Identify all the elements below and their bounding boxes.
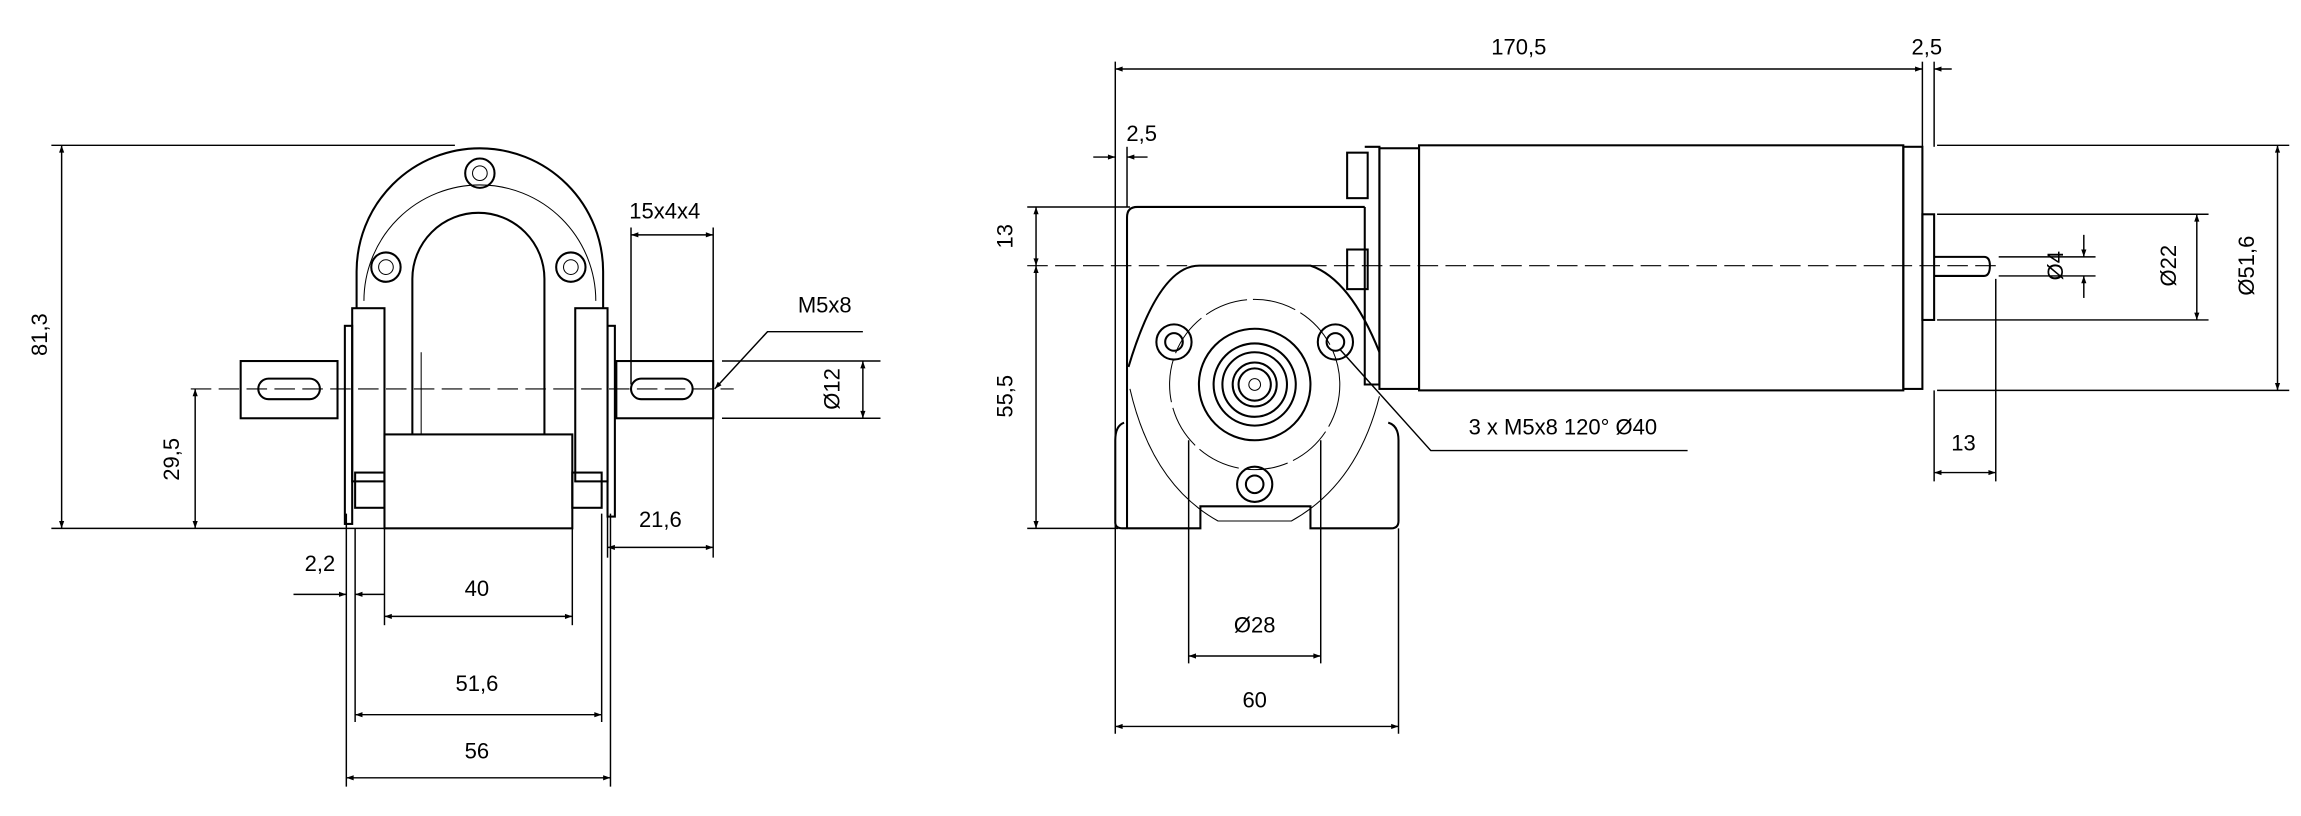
dim-front-offset: 2,5 — [1126, 121, 1157, 146]
dim-boss-dia: Ø22 — [2156, 245, 2181, 287]
dim-pilot-dia: Ø28 — [1234, 612, 1276, 637]
extension-lines — [51, 144, 881, 787]
dimension-lines — [1033, 66, 2281, 730]
dim-shaft-length: 21,6 — [639, 507, 682, 532]
gearbox-base — [383, 433, 574, 530]
dim-offset: 2,2 — [305, 551, 336, 576]
dim-top-offset: 13 — [993, 224, 1018, 248]
dimension-lines — [59, 145, 866, 781]
dim-motor-shaft-dia: Ø4 — [2043, 251, 2068, 280]
dim-shaft-height: 29,5 — [159, 438, 184, 481]
dim-total-length: 170,5 — [1491, 34, 1546, 59]
dim-motor-shaft-length: 13 — [1951, 430, 1975, 455]
dim-key: 15x4x4 — [629, 199, 700, 224]
dim-housing-width: 60 — [1242, 687, 1266, 712]
dim-center-height: 55,5 — [993, 375, 1018, 418]
motor — [1346, 144, 1991, 392]
dim-total-width: 56 — [465, 739, 489, 764]
dim-thread: M5x8 — [798, 293, 852, 318]
dim-mount-holes: 3 x M5x8 120° Ø40 — [1469, 414, 1658, 439]
dim-shaft-dia: Ø12 — [819, 368, 844, 410]
output-shafts — [239, 360, 715, 420]
bolt-icons — [370, 157, 587, 283]
right-view: 170,5 2,5 2,5 13 55,5 3 x M5x8 120° Ø40 … — [993, 34, 2290, 734]
dim-motor-dia: Ø51,6 — [2234, 236, 2259, 296]
dim-base-width: 40 — [465, 576, 489, 601]
extension-lines — [1027, 61, 2290, 734]
motor-body — [1418, 144, 1905, 392]
dim-height-total: 81,3 — [27, 313, 52, 356]
motor-shaft — [1934, 255, 1991, 277]
dim-flange-width: 51,6 — [456, 671, 499, 696]
left-view: 81,3 29,5 15x4x4 M5x8 Ø12 21,6 2,2 40 51… — [27, 144, 881, 787]
dim-end-offset: 2,5 — [1911, 34, 1942, 59]
gearbox-outline — [343, 147, 616, 530]
mount-hole-icons — [1155, 323, 1355, 503]
